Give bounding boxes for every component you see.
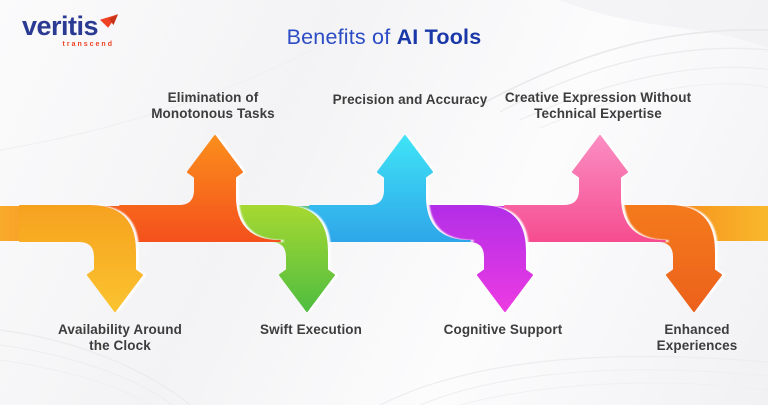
arrow-up-creative [504, 135, 666, 242]
title-regular: Benefits of [286, 25, 391, 49]
arrow-up-precision [309, 135, 471, 242]
arrow-up-elimination [119, 135, 281, 242]
wave-line [519, 66, 768, 121]
benefit-label-precision: Precision and Accuracy [332, 92, 488, 107]
page-title: Benefits of AI Tools [0, 25, 768, 50]
wave-line [0, 359, 151, 405]
title-bold: AI Tools [396, 25, 482, 49]
logo-wordmark: veritis [22, 11, 99, 41]
wave-line [479, 29, 768, 106]
wave-line [459, 382, 768, 405]
benefit-label-creative: Creative Expression Without Technical Ex… [504, 90, 692, 122]
benefit-label-elimination: Elimination of Monotonous Tasks [151, 90, 275, 122]
wave-line [539, 83, 768, 129]
arrow-down-availability [19, 205, 143, 312]
logo-tagline: transcend [62, 41, 114, 48]
veritis-logo: veritis transcend [22, 13, 132, 48]
wave-line [499, 47, 768, 113]
benefit-label-enhanced: Enhanced Experiences [656, 322, 738, 354]
wave-line [379, 355, 768, 405]
wave-line [0, 39, 331, 151]
wave-line [0, 344, 173, 405]
benefit-label-swift: Swift Execution [259, 322, 362, 337]
wave-line [0, 329, 191, 405]
benefit-label-availability: Availability Around the Clock [58, 322, 182, 354]
wave-fill-top-right [560, 0, 768, 48]
paper-plane-icon [100, 14, 119, 28]
benefit-label-cognitive: Cognitive Support [443, 322, 563, 337]
wave-line [419, 369, 768, 405]
